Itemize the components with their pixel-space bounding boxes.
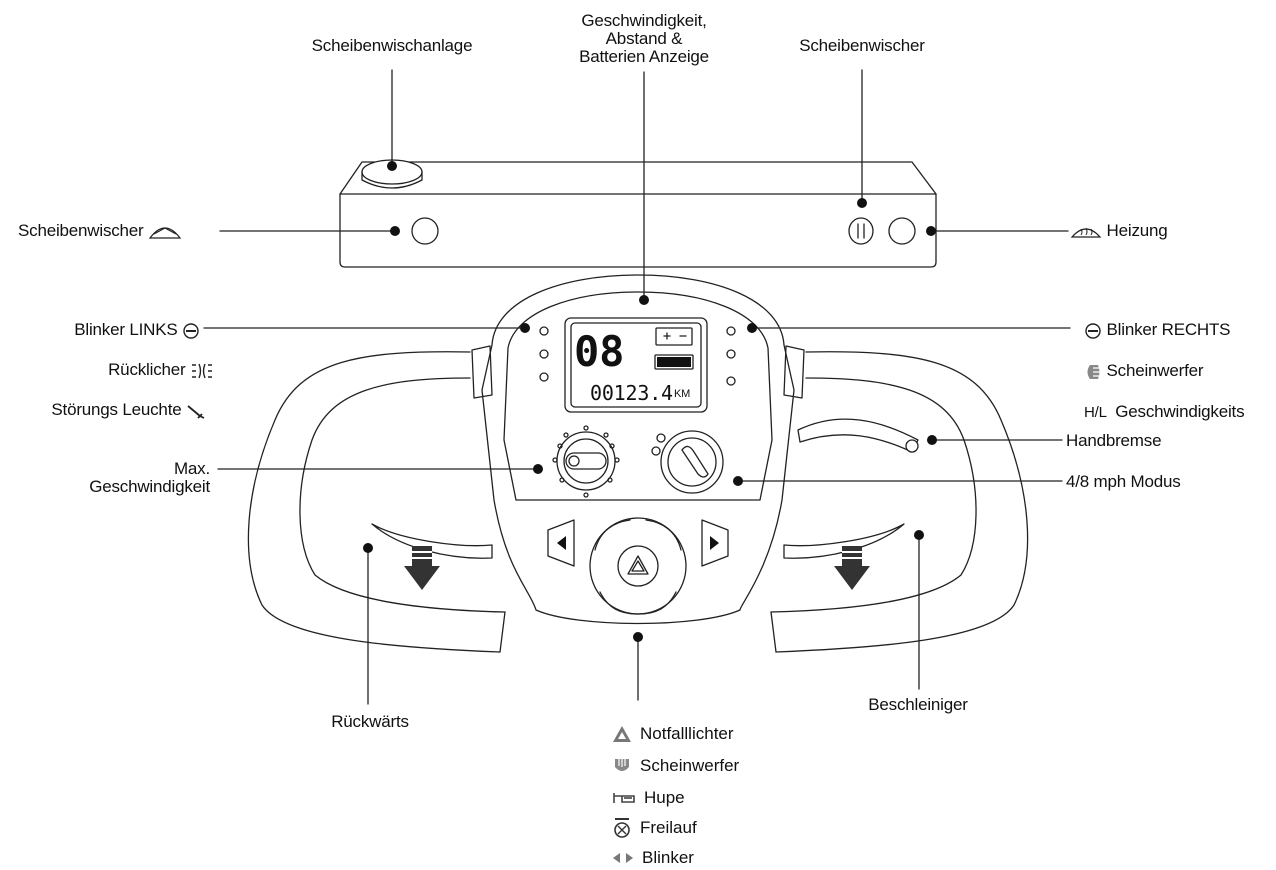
blinker-icon xyxy=(183,322,199,339)
label-rear-lights: Rücklicher xyxy=(20,360,214,380)
hazard-triangle-icon xyxy=(613,726,631,742)
headlight-icon xyxy=(615,759,629,771)
legend-label: Scheinwerfer xyxy=(640,756,740,775)
label-throttle: Beschleiniger xyxy=(868,695,968,714)
legend-item-horn: Hupe xyxy=(612,786,685,810)
turn-arrows-icon xyxy=(613,853,633,863)
label-wiper-left-text: Scheibenwischer xyxy=(18,221,144,240)
label-blinker-right-text: Blinker RECHTS xyxy=(1106,320,1231,339)
callout-leaders xyxy=(203,69,1071,705)
label-rear-lights-text: Rücklicher xyxy=(108,360,186,379)
legend-label: Freilauf xyxy=(640,818,697,837)
heater-icon xyxy=(1070,227,1102,238)
label-display-line3: Batterien Anzeige xyxy=(579,47,709,66)
legend-label: Hupe xyxy=(644,788,685,807)
label-fault-light-text: Störungs Leuchte xyxy=(51,400,182,419)
label-display-line2: Abstand & xyxy=(605,29,683,48)
headlight-icon xyxy=(1087,364,1100,379)
rear-light-icon xyxy=(192,363,212,378)
label-display-line1: Geschwindigkeit, xyxy=(581,11,707,30)
display-unit: KM xyxy=(674,388,691,400)
label-max-speed-line1: Max. xyxy=(173,459,210,478)
label-mph-mode: 4/8 mph Modus xyxy=(1066,472,1181,491)
freewheel-icon xyxy=(614,818,630,838)
legend-label: Notfalllichter xyxy=(640,724,734,743)
speed-mode-icon: H/L xyxy=(1084,404,1107,421)
label-heater-text: Heizung xyxy=(1106,221,1168,240)
wiper-icon xyxy=(148,226,182,239)
label-blinker-right: Blinker RECHTS xyxy=(1084,320,1231,340)
label-fault-light: Störungs Leuchte xyxy=(10,400,206,420)
display-speed: 08 xyxy=(574,327,625,376)
label-speed-mode: H/L Geschwindigkeits xyxy=(1084,402,1245,422)
label-handbrake: Handbremse xyxy=(1066,431,1162,450)
legend-item-turn: Blinker xyxy=(612,846,694,870)
wrench-icon xyxy=(187,404,205,419)
label-wiper-top: Scheibenwischer xyxy=(799,36,925,55)
label-reverse: Rückwärts xyxy=(331,712,409,731)
label-speed-mode-text: Geschwindigkeits xyxy=(1115,402,1245,421)
upper-console-box xyxy=(339,159,937,268)
display-odometer: 00123.4 xyxy=(590,381,673,405)
legend-item-hazard: Notfalllichter xyxy=(612,722,734,746)
label-blinker-left-text: Blinker LINKS xyxy=(74,320,178,339)
label-display: Geschwindigkeit, Abstand & Batterien Anz… xyxy=(524,12,764,66)
label-washer: Scheibenwischanlage xyxy=(311,36,473,55)
label-headlight-right: Scheinwerfer xyxy=(1084,361,1204,380)
right-handlebar xyxy=(770,345,1029,653)
legend-item-freewheel: Freilauf xyxy=(612,816,697,840)
legend-label: Blinker xyxy=(642,848,694,867)
central-body xyxy=(481,274,795,625)
legend-item-headlight: Scheinwerfer xyxy=(612,754,739,778)
label-heater: Heizung xyxy=(1070,221,1168,241)
horn-icon xyxy=(613,793,635,803)
label-max-speed-line2: Geschwindigkeit xyxy=(89,477,210,496)
label-headlight-right-text: Scheinwerfer xyxy=(1106,361,1204,380)
label-blinker-left: Blinker LINKS xyxy=(20,320,200,340)
arrow-stripes xyxy=(412,551,862,559)
label-wiper-left: Scheibenwischer xyxy=(18,221,182,242)
left-handlebar xyxy=(247,345,506,653)
blinker-icon xyxy=(1085,322,1101,339)
label-max-speed: Max. Geschwindigkeit xyxy=(20,460,210,496)
